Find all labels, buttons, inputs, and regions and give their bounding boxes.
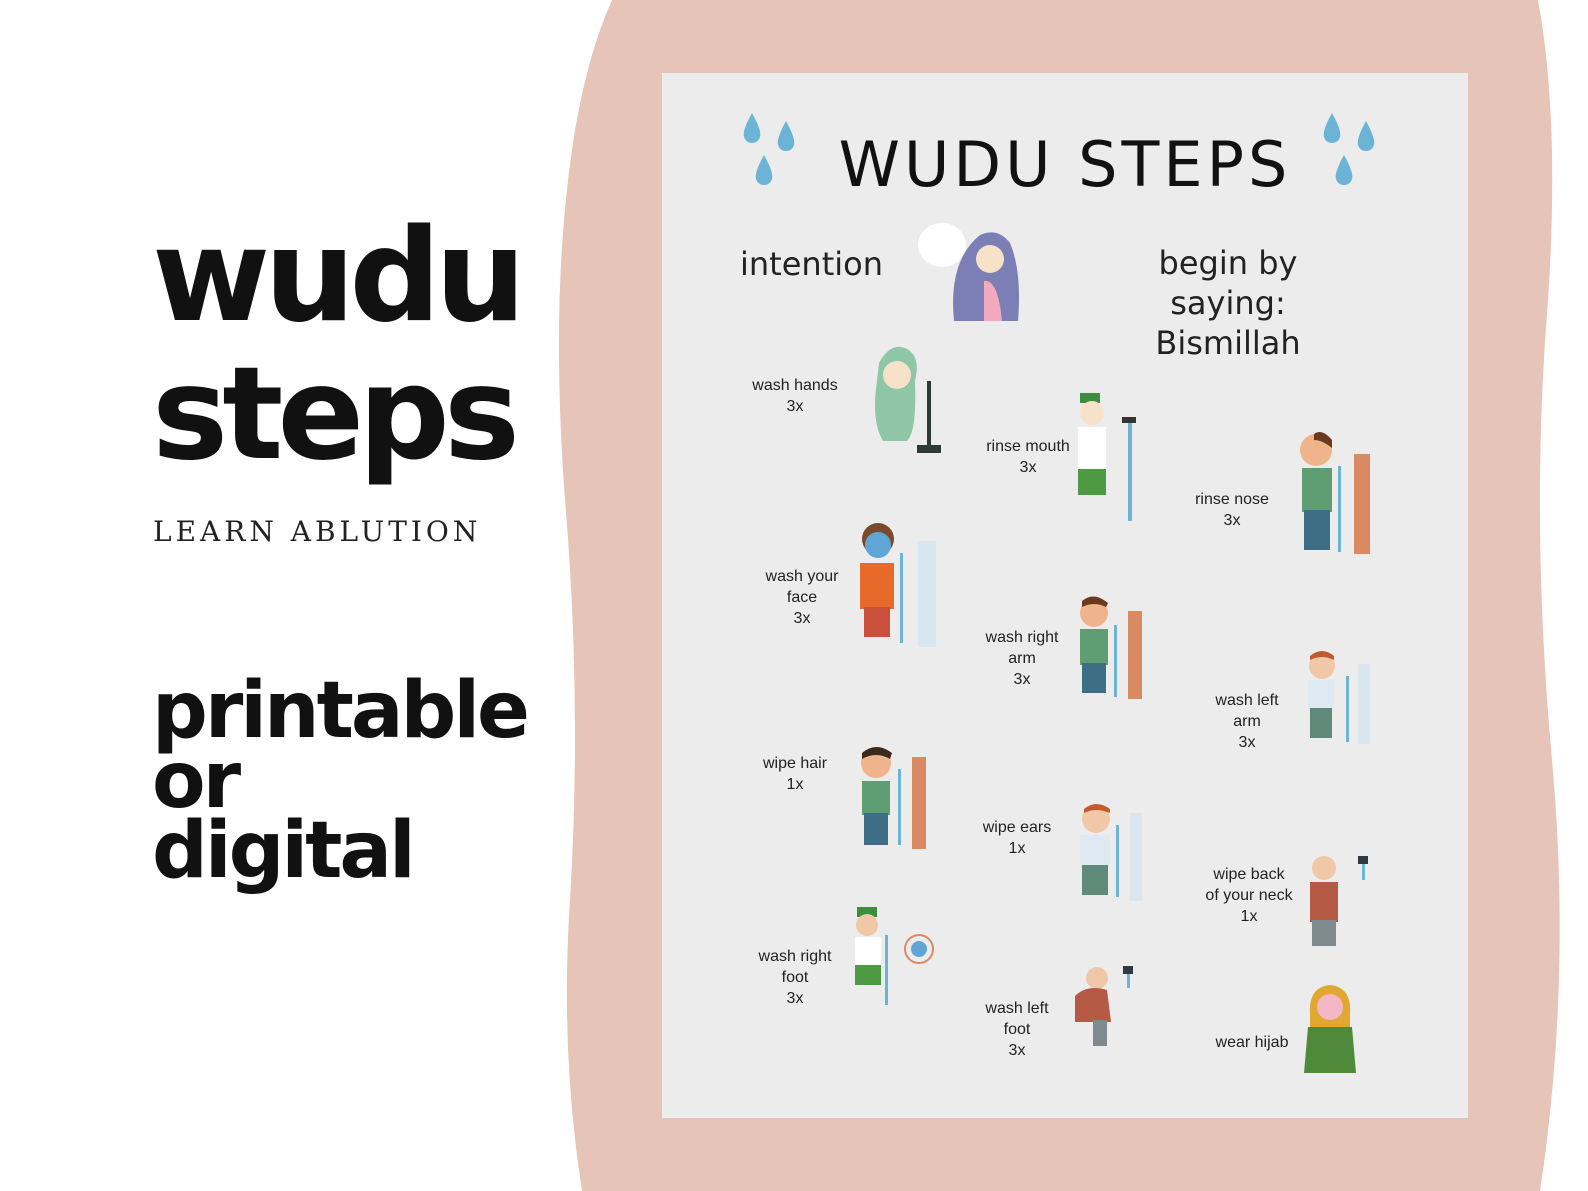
wash-left-foot-figure (1075, 966, 1133, 1046)
intention-label: intention (740, 245, 883, 283)
promo-title: wudu steps (152, 202, 526, 489)
begin-line2: Bismillah (1155, 324, 1301, 362)
promo-title-line2: steps (152, 340, 520, 489)
step-wash-right-foot: wash right foot 3x (758, 948, 832, 1007)
step-wash-left-foot: wash left foot 3x (985, 1000, 1049, 1059)
format-line3: digital (152, 806, 416, 896)
thinking-girl-icon (918, 223, 1019, 321)
promo-title-line1: wudu (152, 202, 526, 351)
begin-line1: begin by saying: (1158, 244, 1298, 322)
wipe-neck-figure (1310, 856, 1368, 946)
poster-title: WUDU STEPS (838, 128, 1292, 201)
step-rinse-nose: rinse nose 3x (1195, 491, 1269, 529)
step-wipe-neck: wipe back of your neck 1x (1205, 866, 1293, 925)
promo-formats: printable or digital (152, 666, 530, 896)
step-wash-right-arm: wash right arm 3x (985, 629, 1059, 688)
step-rinse-mouth: rinse mouth 3x (986, 438, 1070, 476)
wash-face-figure (860, 523, 936, 647)
rinse-mouth-figure (1078, 393, 1136, 521)
wash-right-arm-figure (1080, 596, 1142, 699)
step-wash-hands: wash hands 3x (752, 377, 838, 415)
wear-hijab-figure (1304, 985, 1356, 1073)
wudu-poster: WUDU STEPS intention begin by saying: Bi… (662, 73, 1468, 1118)
promo-subtitle: LEARN ABLUTION (153, 515, 482, 548)
water-drops-left-icon (743, 113, 795, 185)
begin-label: begin by saying: Bismillah (1098, 243, 1358, 363)
wash-hands-figure (875, 346, 941, 453)
rinse-nose-figure (1300, 432, 1370, 554)
wash-right-foot-figure (855, 907, 934, 1005)
wipe-hair-figure (861, 747, 926, 849)
wipe-ears-figure (1080, 804, 1142, 901)
step-wipe-hair: wipe hair 1x (762, 755, 828, 793)
step-wash-face: wash your face 3x (765, 568, 839, 627)
water-drops-right-icon (1323, 113, 1375, 185)
wash-left-arm-figure (1308, 651, 1370, 744)
step-wipe-ears: wipe ears 1x (982, 819, 1052, 857)
step-wash-left-arm: wash left arm 3x (1215, 692, 1279, 751)
format-line2: or (152, 736, 241, 826)
format-line1: printable (152, 666, 530, 756)
step-wear-hijab: wear hijab (1215, 1034, 1289, 1051)
